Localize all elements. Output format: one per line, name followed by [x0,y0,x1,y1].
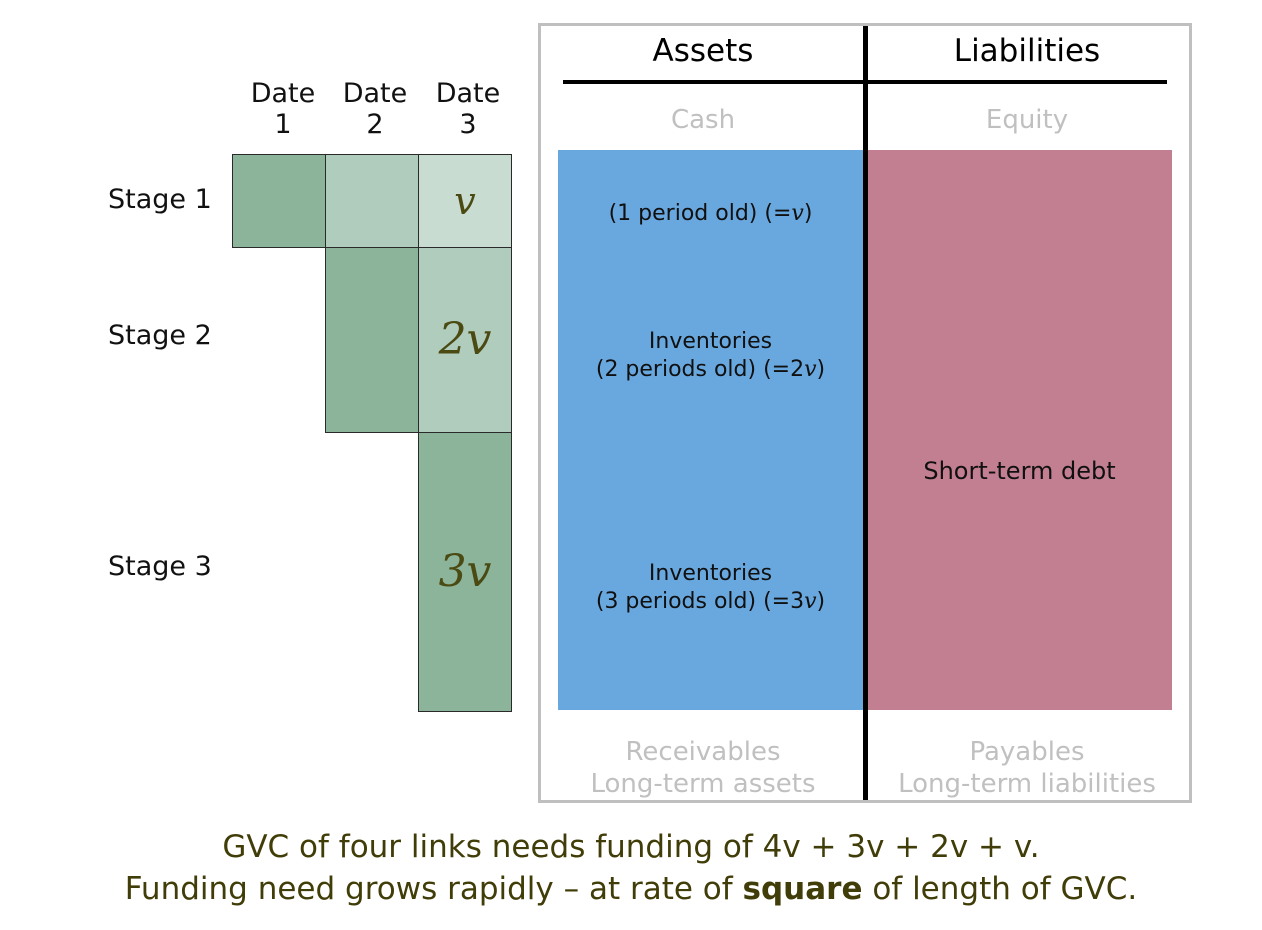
assets-item-2-line1: Inventories [648,329,773,354]
date-header-3: Date 3 [420,78,516,140]
caption-line-2-pre: Funding need grows rapidly – at rate of [124,871,743,908]
date-header-1-line2: 1 [274,109,292,141]
assets-column: Assets Cash (1 period old) (=v) Inventor… [541,26,865,800]
grid-cell-stage1-date3: v [418,154,512,248]
date-header-1: Date 1 [235,78,331,140]
assets-item-3-line1: Inventories [648,561,773,586]
caption: GVC of four links needs funding of 4v + … [0,826,1262,910]
grid-cell-stage3-date3: 3v [418,432,512,712]
assets-item-1-line2: (1 period old) (=v) [608,201,813,226]
assets-title-rule [563,80,865,84]
caption-line-1: GVC of four links needs funding of 4v + … [222,829,1040,865]
date-header-3-line2: 3 [459,109,477,141]
balance-sheet-panel: Assets Cash (1 period old) (=v) Inventor… [538,23,1192,803]
date-header-2-line1: Date [342,78,408,109]
assets-inventory-block: (1 period old) (=v) Inventories (2 perio… [558,150,863,710]
assets-item-2-line2: (2 periods old) (=2v) [595,356,826,382]
assets-bottom-label-line2: Long-term assets [590,769,816,800]
stage-label-3: Stage 3 [108,551,212,582]
assets-item-1: (1 period old) (=v) [558,200,863,228]
assets-bottom-label-line1: Receivables [625,737,781,767]
grid-cell-stage2-date3: 2v [418,247,512,433]
date-header-2: Date 2 [327,78,423,140]
date-header-3-line1: Date [435,78,501,109]
grid-cell-value: 2v [438,314,492,365]
caption-line-2: Funding need grows rapidly – at rate of … [0,868,1262,910]
date-header-2-line2: 2 [366,109,384,141]
grid-cell-value: v [454,179,476,223]
assets-title: Assets [652,33,754,69]
liabilities-item-1: Short-term debt [923,457,1116,485]
assets-bottom-label: Receivables Long-term assets [541,736,865,800]
grid-cell-value: 3v [438,546,492,597]
liabilities-bottom-label-line2: Long-term liabilities [898,769,1156,800]
assets-item-3-line2: (3 periods old) (=3v) [595,588,826,614]
grid-cell-stage1-date2 [325,154,419,248]
liabilities-debt-block: Short-term debt [867,150,1172,710]
assets-liabilities-divider [862,26,868,800]
grid-cell-stage1-date1 [232,154,326,248]
stage-label-1: Stage 1 [108,184,212,215]
caption-emphasis: square [742,871,863,908]
stage-label-2: Stage 2 [108,320,212,351]
liabilities-equity-label: Equity [985,105,1069,135]
assets-item-3: Inventories (3 periods old) (=3v) [558,560,863,615]
grid-cell-stage2-date2 [325,247,419,433]
liabilities-bottom-label-line1: Payables [969,737,1085,767]
assets-item-2: Inventories (2 periods old) (=2v) [558,328,863,383]
liabilities-bottom-label: Payables Long-term liabilities [865,736,1189,800]
liabilities-column: Liabilities Equity Short-term debt Payab… [865,26,1189,800]
stage-date-grid: Date 1 Date 2 Date 3 Stage 1 Stage 2 Sta… [0,0,535,820]
date-header-1-line1: Date [250,78,316,109]
liabilities-title-rule [865,80,1167,84]
liabilities-title: Liabilities [953,33,1101,69]
assets-cash-label: Cash [670,105,736,135]
caption-line-2-post: of length of GVC. [862,871,1138,908]
